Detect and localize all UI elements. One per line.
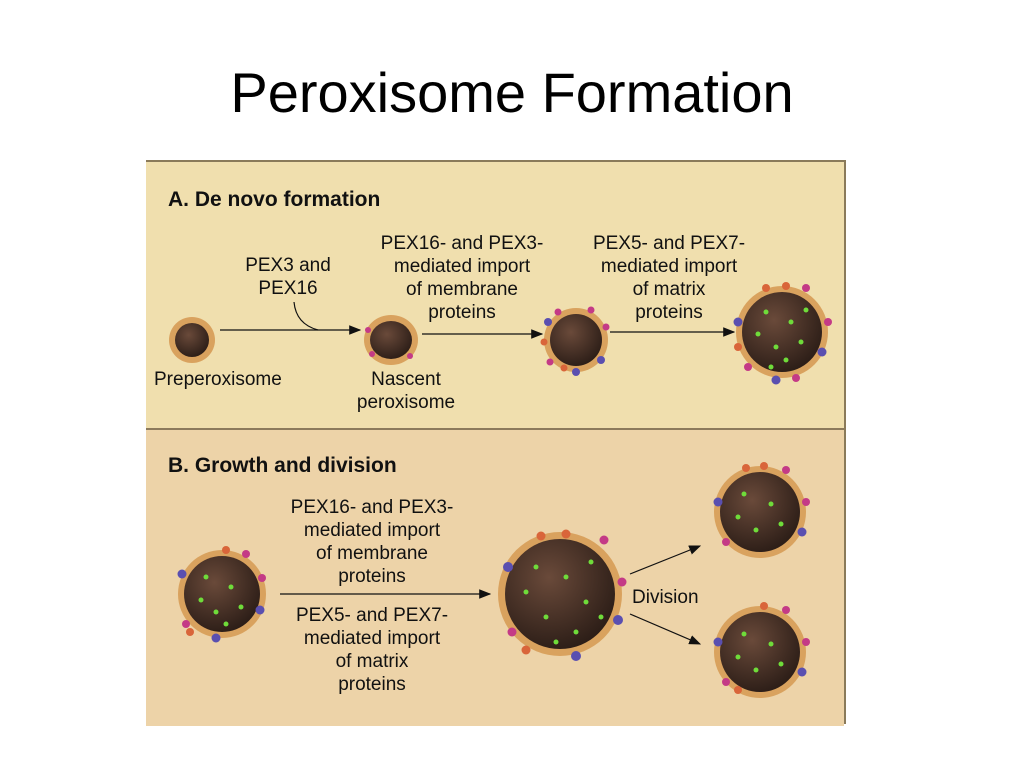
label-pex3-line2: PEX16 (258, 278, 318, 299)
arrow-b-down (629, 613, 702, 645)
nascent-peroxisome-vesicle (364, 315, 418, 365)
label-pex3-pex16: PEX3 and PEX16 (228, 254, 348, 300)
peroxisome-figure: A. De novo formation PEX3 and PEX16 PEX1… (146, 160, 846, 726)
panel-de-novo (146, 162, 844, 428)
label-b-membrane-line4: proteins (338, 566, 406, 587)
label-b-membrane-line3: of membrane (316, 543, 428, 564)
label-a-membrane-line3: of membrane (406, 279, 518, 300)
slide-title: Peroxisome Formation (230, 61, 794, 124)
panel-a-heading: A. De novo formation (168, 188, 381, 211)
label-b-matrix-line2: mediated import (303, 628, 441, 649)
label-b-matrix-import: PEX5- and PEX7- mediated import of matri… (262, 604, 482, 696)
daughter-peroxisome-top (713, 462, 810, 558)
label-a-matrix-line4: proteins (635, 302, 703, 323)
label-b-matrix-line3: of matrix (335, 651, 409, 672)
membrane-peroxisome-vesicle (540, 306, 610, 376)
label-a-membrane-line1: PEX16- and PEX3- (380, 233, 544, 254)
label-a-membrane-line2: mediated import (393, 256, 531, 277)
label-a-membrane-line4: proteins (428, 302, 496, 323)
label-a-matrix-line2: mediated import (600, 256, 738, 277)
label-preperoxisome: Preperoxisome (154, 369, 282, 390)
label-division: Division (632, 587, 699, 608)
label-b-matrix-line1: PEX5- and PEX7- (295, 605, 449, 626)
label-pex3-line1: PEX3 and (245, 255, 331, 276)
label-nascent-line2: peroxisome (356, 392, 456, 413)
daughter-peroxisome-bottom (713, 602, 810, 698)
label-a-matrix-import: PEX5- and PEX7- mediated import of matri… (574, 232, 764, 324)
arrow-b-up (629, 545, 702, 575)
growing-peroxisome-vesicle (498, 529, 627, 661)
panel-divider (146, 428, 844, 430)
label-b-matrix-line4: proteins (338, 674, 406, 695)
preperoxisome-vesicle (169, 317, 215, 363)
label-a-matrix-line1: PEX5- and PEX7- (592, 233, 746, 254)
diagram-graphics (169, 282, 832, 698)
panel-b-heading: B. Growth and division (168, 454, 397, 477)
starting-peroxisome-vesicle-b (177, 546, 266, 643)
label-a-matrix-line3: of matrix (632, 279, 706, 300)
label-b-membrane-import: PEX16- and PEX3- mediated import of memb… (262, 496, 482, 588)
label-b-membrane-line2: mediated import (303, 520, 441, 541)
label-a-membrane-import: PEX16- and PEX3- mediated import of memb… (362, 232, 562, 324)
label-b-membrane-line1: PEX16- and PEX3- (290, 497, 454, 518)
mature-peroxisome-vesicle-a (733, 282, 832, 385)
pointer-pex3 (293, 301, 319, 331)
label-nascent-peroxisome: Nascent peroxisome (336, 368, 476, 414)
label-nascent-line1: Nascent (371, 369, 441, 390)
